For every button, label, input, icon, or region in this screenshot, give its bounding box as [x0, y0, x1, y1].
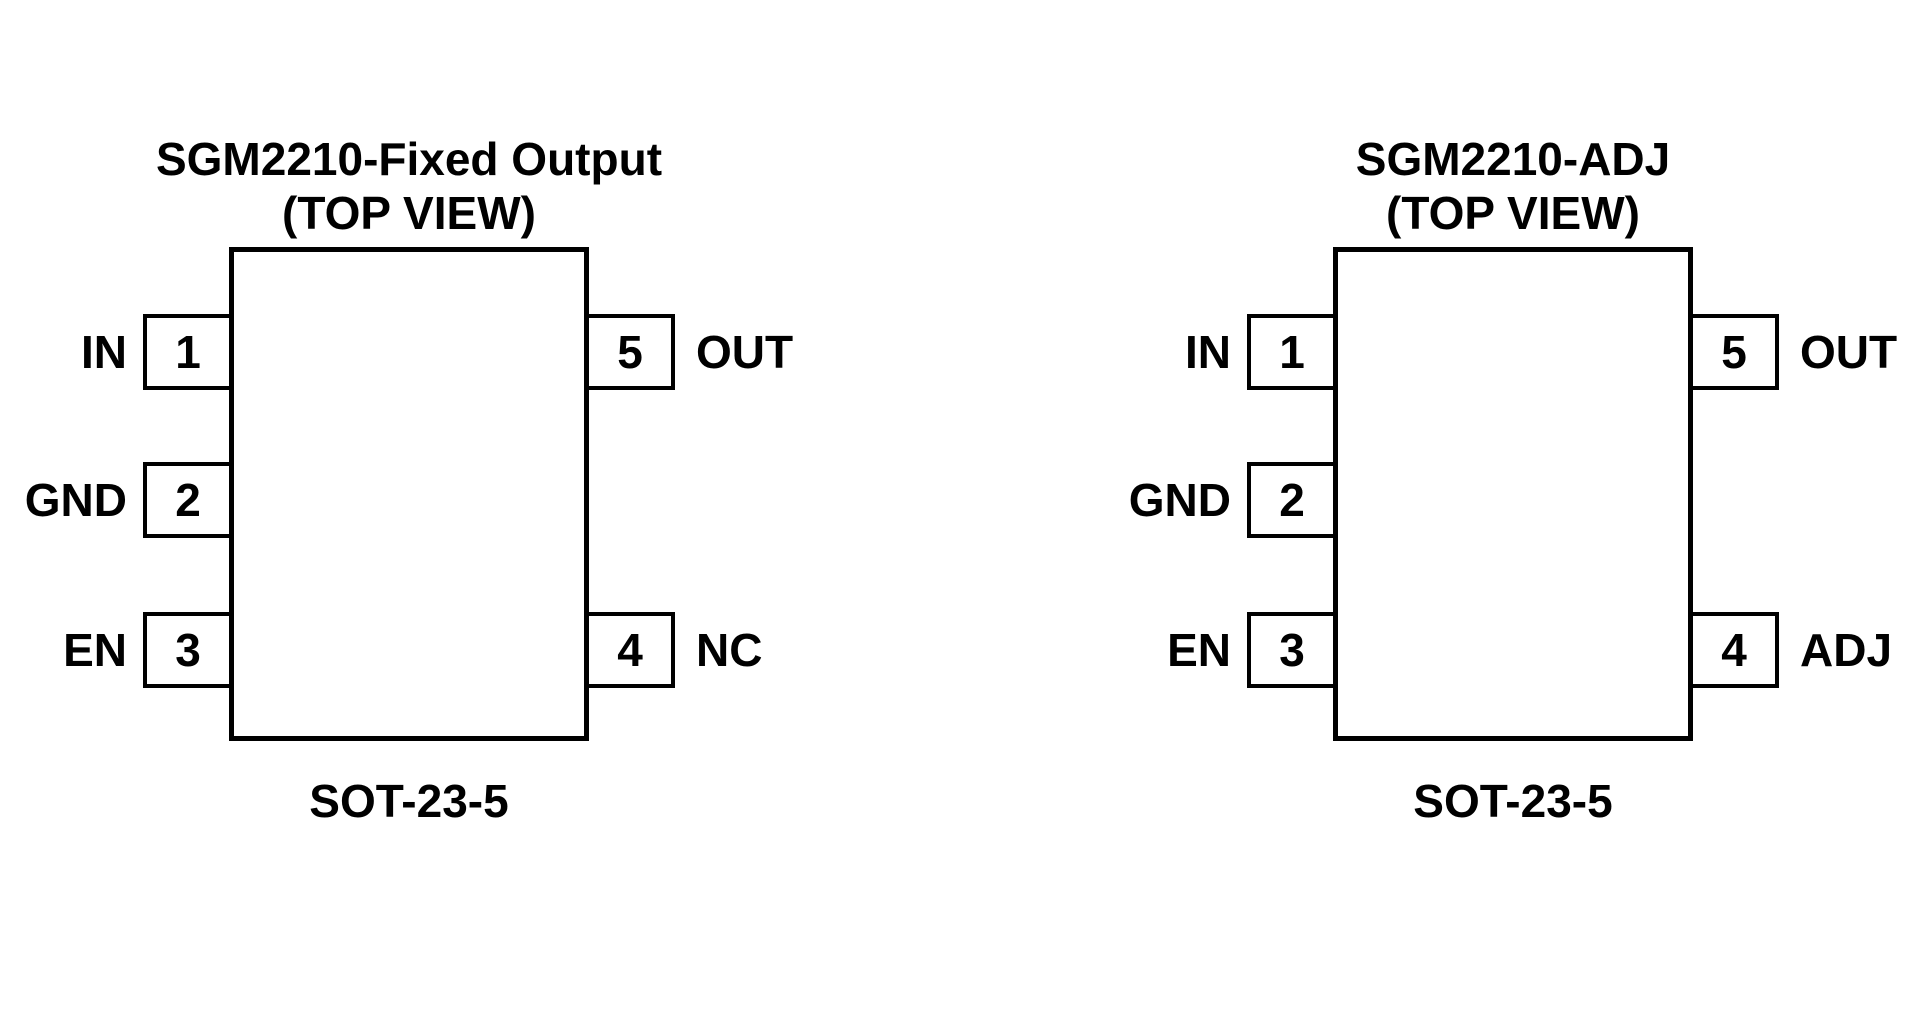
pin-label-in: IN: [81, 326, 127, 378]
pin-label-out: OUT: [696, 326, 794, 378]
pin-label-adj: ADJ: [1800, 624, 1893, 676]
diagram-sgm2210-adj: SGM2210-ADJ (TOP VIEW) 1 2 3 5 4 IN GND …: [1104, 0, 1920, 1010]
pin-label-out: OUT: [1800, 326, 1898, 378]
pin-label-en: EN: [63, 624, 127, 676]
chip-title: SGM2210-Fixed Output (TOP VIEW): [109, 132, 709, 240]
pin-label-en: EN: [1167, 624, 1231, 676]
pin-3-box: 3: [1247, 612, 1333, 688]
pin-1-number: 1: [175, 326, 201, 378]
pin-1-number: 1: [1279, 326, 1305, 378]
pin-3-box: 3: [143, 612, 229, 688]
chip-title-line: SGM2210-Fixed Output: [155, 133, 663, 185]
package-name: SOT-23-5: [309, 775, 509, 827]
pin-label-in: IN: [1185, 326, 1231, 378]
pin-label-gnd: GND: [24, 474, 127, 526]
chip-title: SGM2210-ADJ (TOP VIEW): [1213, 132, 1813, 240]
pin-1-box: 1: [1247, 314, 1333, 390]
top-view-label: (TOP VIEW): [1386, 187, 1640, 239]
package-name: SOT-23-5: [1413, 775, 1613, 827]
pin-4-number: 4: [617, 624, 643, 676]
pin-5-box: 5: [1693, 314, 1779, 390]
pin-2-number: 2: [175, 474, 201, 526]
pin-2-box: 2: [143, 462, 229, 538]
package-outline: [229, 247, 589, 741]
pin-label-gnd: GND: [1128, 474, 1231, 526]
pin-5-number: 5: [1721, 326, 1747, 378]
pin-5-number: 5: [617, 326, 643, 378]
pin-label-nc: NC: [696, 624, 763, 676]
pin-2-box: 2: [1247, 462, 1333, 538]
chip-title-line: SGM2210-ADJ: [1355, 133, 1671, 185]
pin-3-number: 3: [1279, 624, 1305, 676]
package-outline: [1333, 247, 1693, 741]
pin-1-box: 1: [143, 314, 229, 390]
pin-5-box: 5: [589, 314, 675, 390]
pin-3-number: 3: [175, 624, 201, 676]
pin-4-box: 4: [589, 612, 675, 688]
pin-4-box: 4: [1693, 612, 1779, 688]
diagram-sgm2210-fixed-output: SGM2210-Fixed Output (TOP VIEW) 1 2 3 5 …: [24, 132, 794, 827]
pin-2-number: 2: [1279, 474, 1305, 526]
pin-4-number: 4: [1721, 624, 1747, 676]
top-view-label: (TOP VIEW): [282, 187, 536, 239]
